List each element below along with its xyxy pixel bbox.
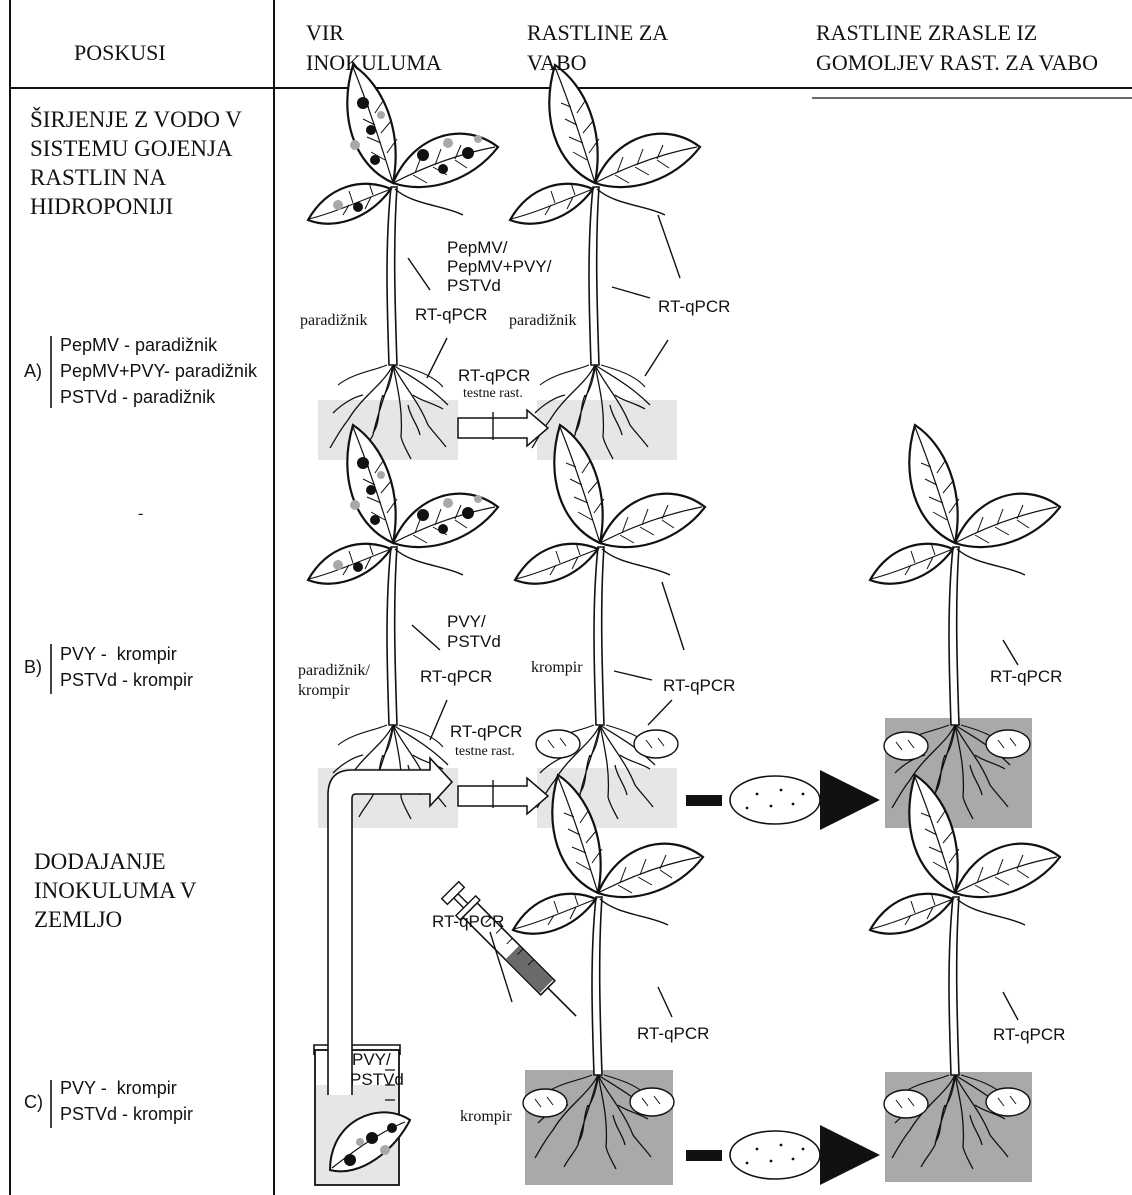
section-c-title-l1: DODAJANJE: [34, 848, 166, 876]
header-col-bait-l1: RASTLINE ZA: [527, 20, 668, 45]
rtqpcr-label: RT-qPCR: [990, 667, 1062, 687]
section-c-item: PVY - krompir: [60, 1078, 177, 1099]
section-a-item: PSTVd - paradižnik: [60, 387, 215, 408]
rtqpcr-label: RT-qPCR: [420, 667, 492, 687]
section-b-item: PVY - krompir: [60, 644, 177, 665]
arrow-sub-label: testne rast.: [455, 744, 515, 760]
header-col-bait-l2: VABO: [527, 50, 587, 75]
rtqpcr-label: RT-qPCR: [658, 297, 730, 317]
section-b-item: PSTVd - krompir: [60, 670, 193, 691]
bait-plant-label: krompir: [460, 1108, 512, 1126]
arrow-rtqpcr-label: RT-qPCR: [458, 366, 530, 386]
header-col-experiments: POSKUSI: [74, 40, 166, 65]
inoculum-label-l1: PVY/: [447, 612, 486, 632]
section-a-item: PepMV+PVY- paradižnik: [60, 361, 257, 382]
section-a-marker: A): [24, 361, 42, 382]
source-plant-label-l1: paradižnik/: [298, 662, 370, 680]
header-col-source-l2: INOKULUMA: [306, 50, 442, 75]
rtqpcr-label: RT-qPCR: [993, 1025, 1065, 1045]
section-c-title-l3: ZEMLJO: [34, 906, 122, 934]
beaker-inoculum-l2: PSTVd: [350, 1070, 404, 1090]
syringe-rtqpcr-label: RT-qPCR: [432, 912, 504, 932]
section-b-marker: B): [24, 657, 42, 678]
inoculum-label-l2: PepMV+PVY/: [447, 257, 551, 277]
rtqpcr-label: RT-qPCR: [415, 305, 487, 325]
stray-dash: -: [138, 505, 143, 523]
section-a-title-l4: HIDROPONIJI: [30, 193, 173, 221]
section-a-item: PepMV - paradižnik: [60, 335, 217, 356]
header-col-source-l1: VIR: [306, 20, 344, 45]
inoculum-label-l3: PSTVd: [447, 276, 501, 296]
section-c-marker: C): [24, 1092, 43, 1113]
rtqpcr-label: RT-qPCR: [637, 1024, 709, 1044]
arrow-rtqpcr-label: RT-qPCR: [450, 722, 522, 742]
rtqpcr-label: RT-qPCR: [663, 676, 735, 696]
source-plant-label: paradižnik: [300, 312, 368, 330]
header-col-tuber-l2: GOMOLJEV RAST. ZA VABO: [816, 50, 1098, 75]
inoculum-label-l1: PepMV/: [447, 238, 507, 258]
beaker-inoculum-l1: PVY/: [352, 1050, 391, 1070]
header-col-tuber-l1: RASTLINE ZRASLE IZ: [816, 20, 1037, 45]
bait-plant-label: krompir: [531, 659, 583, 677]
section-a-title-l1: ŠIRJENJE Z VODO V: [30, 106, 242, 134]
section-a-title-l3: RASTLIN NA: [30, 164, 166, 192]
source-plant-label-l2: krompir: [298, 682, 350, 700]
section-c-title-l2: INOKULUMA V: [34, 877, 197, 905]
arrow-sub-label: testne rast.: [463, 386, 523, 402]
bait-plant-label: paradižnik: [509, 312, 577, 330]
section-c-item: PSTVd - krompir: [60, 1104, 193, 1125]
inoculum-label-l2: PSTVd: [447, 632, 501, 652]
section-a-title-l2: SISTEMU GOJENJA: [30, 135, 233, 163]
